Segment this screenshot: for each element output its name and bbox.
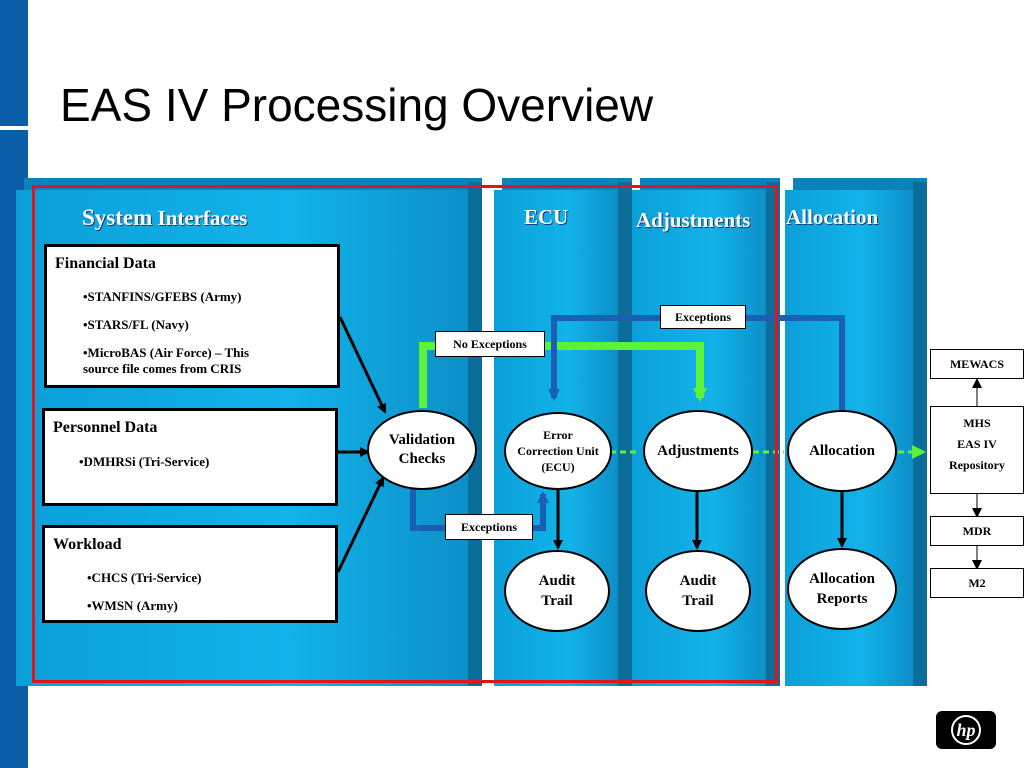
- stripe-divider: [0, 126, 28, 130]
- personnel-data-title: Personnel Data: [53, 419, 158, 436]
- mewacs-box: MEWACS: [930, 349, 1024, 379]
- financial-data-title: Financial Data: [55, 255, 156, 272]
- no-exceptions-flow: [419, 342, 707, 408]
- personnel-item-dmhrsi: •DMHRSi (Tri-Service): [79, 454, 210, 469]
- workload-to-validation-arrow: [336, 476, 385, 573]
- financial-item-microbas: •MicroBAS (Air Force) – This: [83, 345, 250, 360]
- adjustments-node: Adjustments: [643, 410, 753, 492]
- allocation-node: Allocation: [787, 410, 897, 492]
- m2-box: M2: [930, 568, 1024, 598]
- header-allocation: Allocation: [786, 205, 879, 229]
- exceptions-bottom-label: Exceptions: [445, 514, 533, 540]
- header-ecu: ECU: [524, 205, 569, 229]
- hp-logo: hp: [936, 711, 996, 749]
- financial-data-box: Financial Data •STANFINS/GFEBS (Army) •S…: [44, 244, 340, 388]
- financial-item-stars: •STARS/FL (Navy): [83, 317, 189, 332]
- workload-item-wmsn: •WMSN (Army): [87, 598, 178, 613]
- no-exceptions-label: No Exceptions: [435, 331, 545, 357]
- mdr-box: MDR: [930, 516, 1024, 546]
- financial-to-validation-arrow: [338, 316, 387, 414]
- svg-text:hp: hp: [956, 720, 975, 740]
- header-system-interfaces: System Interfaces: [82, 205, 248, 230]
- header-adjustments: Adjustments: [636, 208, 751, 232]
- workload-box: Workload •CHCS (Tri-Service) •WMSN (Army…: [42, 525, 338, 623]
- page-title: EAS IV Processing Overview: [60, 79, 654, 131]
- workload-item-chcs: •CHCS (Tri-Service): [87, 570, 202, 585]
- personnel-data-box: Personnel Data •DMHRSi (Tri-Service): [42, 408, 338, 506]
- exceptions-top-label: Exceptions: [660, 305, 746, 329]
- financial-item-cris-note: source file comes from CRIS: [83, 361, 242, 376]
- financial-item-stanfins: •STANFINS/GFEBS (Army): [83, 289, 242, 304]
- workload-title: Workload: [53, 536, 122, 553]
